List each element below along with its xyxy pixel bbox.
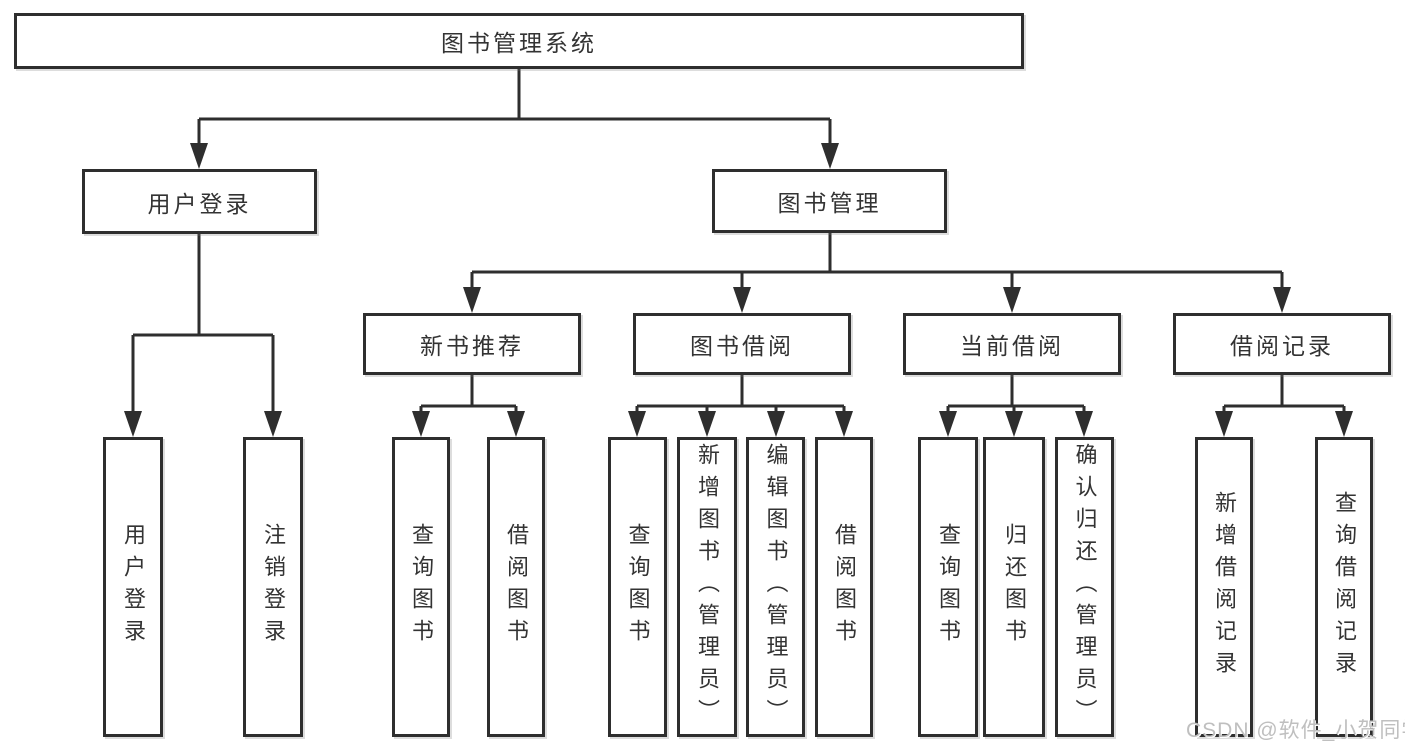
leaf-add-book-admin: 新增图书（管理员） xyxy=(677,437,737,737)
leaf-query-borrow-record-label: 查询借阅记录 xyxy=(1332,491,1357,683)
leaf-logout: 注销登录 xyxy=(243,437,303,737)
leaf-confirm-return-admin: 确认归还（管理员） xyxy=(1055,437,1114,737)
node-new-book-recommend-label: 新书推荐 xyxy=(420,333,524,359)
node-system-root-label: 图书管理系统 xyxy=(441,30,597,56)
leaf-query-books-current-label: 查询图书 xyxy=(936,523,961,651)
leaf-query-books-recommend-label: 查询图书 xyxy=(409,523,434,651)
leaf-return-book: 归还图书 xyxy=(983,437,1045,737)
leaf-query-books-recommend: 查询图书 xyxy=(392,437,450,737)
node-book-management: 图书管理 xyxy=(712,169,947,233)
leaf-borrow-books-recommend: 借阅图书 xyxy=(487,437,545,737)
node-borrowing-records: 借阅记录 xyxy=(1173,313,1391,375)
leaf-add-book-admin-label: 新增图书（管理员） xyxy=(695,443,720,731)
leaf-logout-label: 注销登录 xyxy=(261,523,286,651)
leaf-query-books-borrowing-label: 查询图书 xyxy=(625,523,651,651)
leaf-edit-book-admin-label: 编辑图书（管理员） xyxy=(763,443,789,731)
csdn-watermark: CSDN @软件_小贺同学 xyxy=(1186,719,1405,742)
leaf-query-borrow-record: 查询借阅记录 xyxy=(1315,437,1373,737)
node-book-management-label: 图书管理 xyxy=(777,190,882,216)
node-current-borrowing: 当前借阅 xyxy=(903,313,1121,375)
leaf-user-login-label: 用户登录 xyxy=(121,523,146,651)
node-book-borrowing: 图书借阅 xyxy=(633,313,851,375)
leaf-borrow-books-recommend-label: 借阅图书 xyxy=(504,523,529,651)
node-system-root: 图书管理系统 xyxy=(14,13,1024,69)
leaf-add-borrow-record: 新增借阅记录 xyxy=(1195,437,1253,737)
leaf-user-login: 用户登录 xyxy=(103,437,163,737)
leaf-confirm-return-admin-label: 确认归还（管理员） xyxy=(1072,443,1098,731)
node-new-book-recommend: 新书推荐 xyxy=(363,313,581,375)
leaf-borrow-books-borrowing: 借阅图书 xyxy=(815,437,873,737)
node-user-login: 用户登录 xyxy=(82,169,317,234)
leaf-edit-book-admin: 编辑图书（管理员） xyxy=(746,437,805,737)
arrowheads xyxy=(124,143,1353,437)
leaf-query-books-current: 查询图书 xyxy=(918,437,978,737)
node-borrowing-records-label: 借阅记录 xyxy=(1230,333,1334,359)
node-user-login-label: 用户登录 xyxy=(147,190,252,217)
node-book-borrowing-label: 图书借阅 xyxy=(690,333,794,359)
leaf-borrow-books-borrowing-label: 借阅图书 xyxy=(832,523,857,651)
leaf-add-borrow-record-label: 新增借阅记录 xyxy=(1212,491,1237,683)
node-current-borrowing-label: 当前借阅 xyxy=(960,333,1064,359)
leaf-return-book-label: 归还图书 xyxy=(1002,523,1027,651)
leaf-query-books-borrowing: 查询图书 xyxy=(608,437,667,737)
